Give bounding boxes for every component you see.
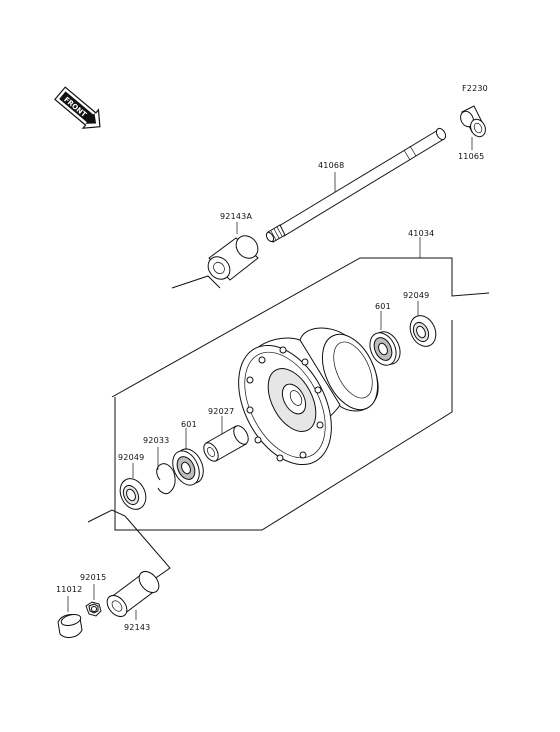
nut-92015 (85, 584, 102, 617)
spacer-92143 (106, 570, 160, 620)
label-41034: 41034 (408, 229, 434, 238)
label-11065: 11065 (458, 152, 484, 161)
axle-guide-line-upper (171, 275, 221, 289)
label-41068: 41068 (318, 161, 344, 170)
hub-bolt-holes (246, 346, 324, 462)
figure-code: F2230 (462, 84, 488, 93)
label-601-right: 601 (375, 302, 391, 311)
cap-11012 (57, 596, 83, 638)
label-92143: 92143 (124, 623, 150, 632)
hub-box-bottom (114, 320, 453, 531)
hub-box-top (111, 257, 490, 398)
seal-92049-right (409, 301, 437, 347)
spacer-92027 (203, 416, 249, 462)
label-601-left: 601 (181, 420, 197, 429)
bearing-601-left (172, 428, 204, 486)
collar-11065 (460, 105, 486, 150)
seal-92049-left (119, 463, 147, 510)
label-92049-right: 92049 (403, 291, 429, 300)
label-92143A: 92143A (220, 212, 252, 221)
axle-guide-line-lower (87, 509, 171, 583)
circlip-92033 (156, 447, 176, 495)
wheel-hub-41034 (238, 327, 379, 466)
label-92027: 92027 (208, 407, 234, 416)
bearing-601-right (369, 311, 401, 366)
label-92033: 92033 (143, 436, 169, 445)
label-92015: 92015 (80, 573, 106, 582)
axle-41068 (265, 127, 447, 243)
front-direction-badge: FRONT (54, 86, 101, 129)
spacer-92143A (207, 222, 259, 281)
label-92049-left: 92049 (118, 453, 144, 462)
label-11012: 11012 (56, 585, 82, 594)
